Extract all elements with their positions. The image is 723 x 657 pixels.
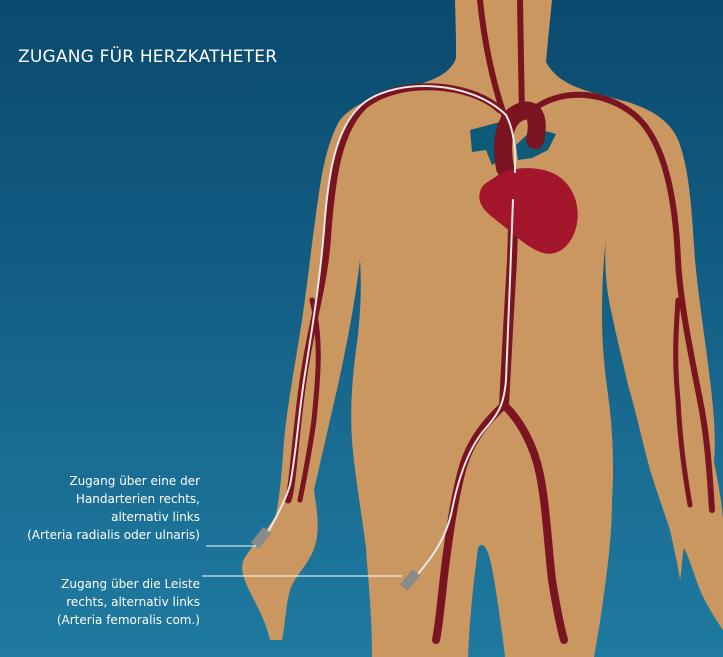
callout-hand-access: Zugang über eine der Handarterien rechts…: [27, 472, 200, 544]
diagram-title: ZUGANG FÜR HERZKATHETER: [18, 47, 277, 67]
callout-line: Zugang über die Leiste: [57, 575, 200, 593]
callout-line: Zugang über eine der: [27, 472, 200, 490]
callout-line: Handarterien rechts,: [27, 490, 200, 508]
carotid-left: [520, 0, 522, 115]
callout-groin-access: Zugang über die Leiste rechts, alternati…: [57, 575, 200, 629]
callout-line: rechts, alternativ links: [57, 593, 200, 611]
callout-line: (Arteria femoralis com.): [57, 611, 200, 629]
callout-line: alternativ links: [27, 508, 200, 526]
callout-line: (Arteria radialis oder ulnaris): [27, 526, 200, 544]
